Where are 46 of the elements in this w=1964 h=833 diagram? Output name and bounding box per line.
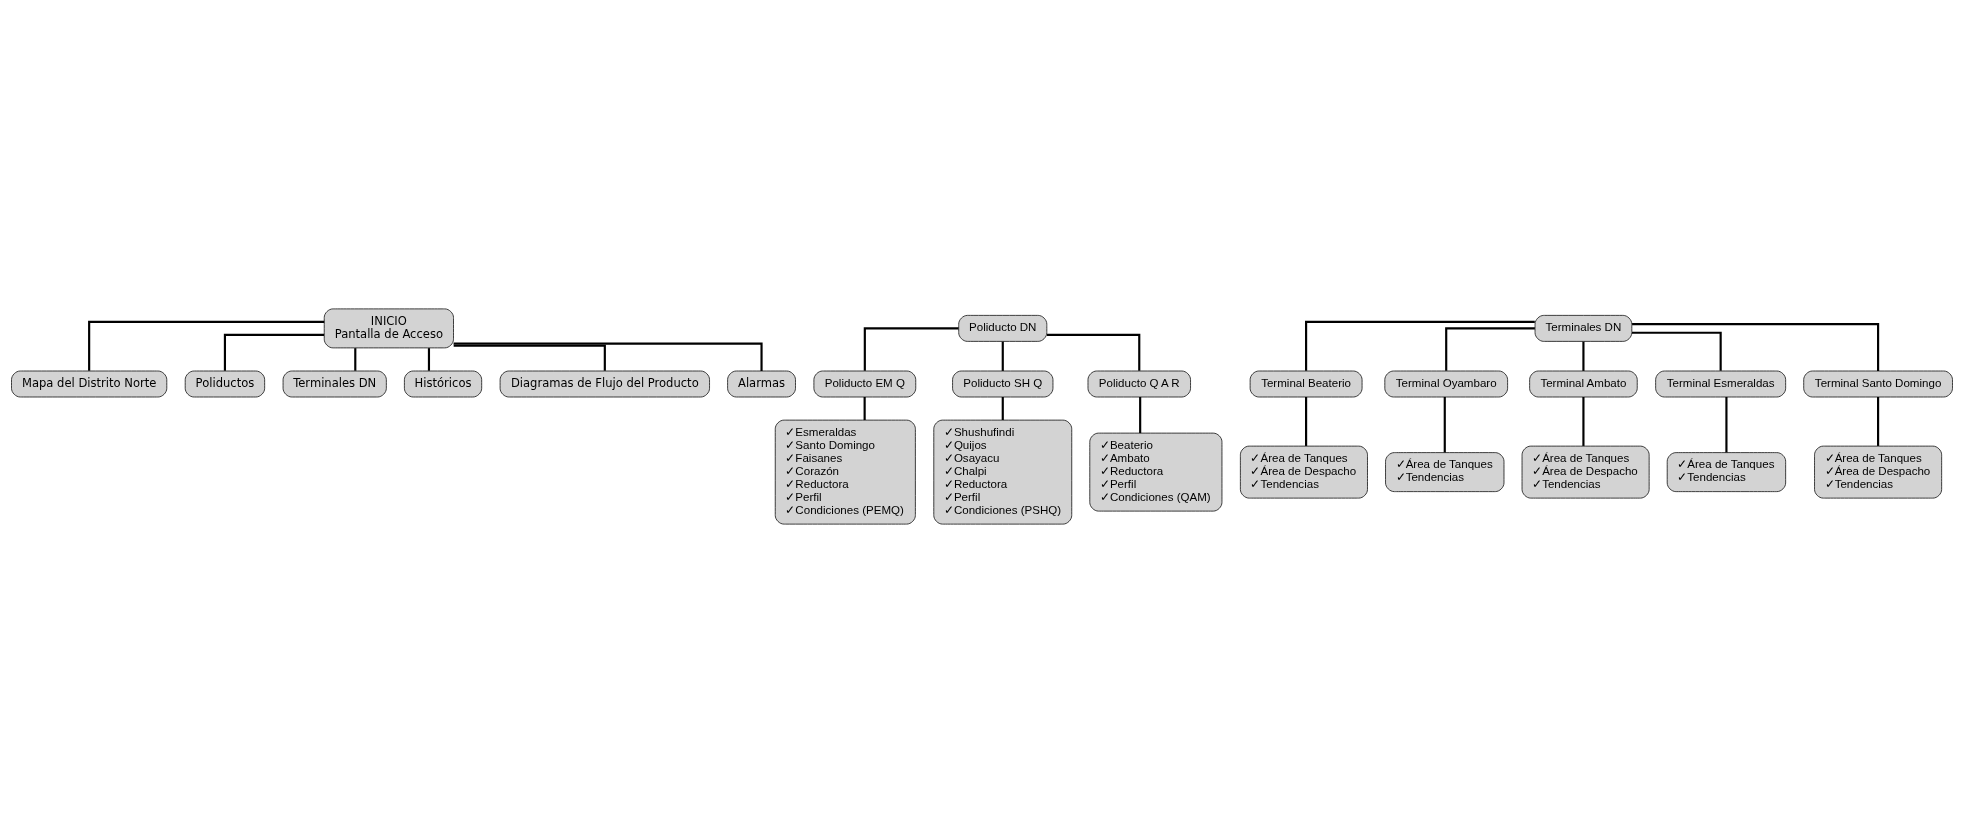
connector — [863, 327, 959, 371]
connector — [1305, 397, 1308, 446]
node-box: Terminal Oyambaro — [1384, 370, 1509, 398]
node-box: Poliducto SH Q — [952, 370, 1054, 398]
node-box: ✓Área de Tanques ✓Tendencias — [1666, 452, 1787, 493]
connector — [1305, 320, 1535, 371]
node-box: ✓Área de Tanques ✓Área de Despacho ✓Tendencias — [1239, 445, 1368, 499]
connector — [427, 348, 431, 371]
node-box: Alarmas — [727, 370, 796, 398]
node-box: Terminal Santo Domingo — [1803, 370, 1953, 398]
connector — [1632, 322, 1880, 371]
connector — [1139, 397, 1142, 434]
connector — [1582, 341, 1585, 371]
connector — [1877, 397, 1880, 446]
connector — [223, 333, 325, 371]
connector — [1445, 327, 1535, 371]
node-box: Históricos — [403, 370, 483, 398]
node-box: Terminal Esmeraldas — [1655, 370, 1787, 398]
node-box: Terminal Beaterio — [1249, 370, 1363, 398]
node-box: ✓Área de Tanques ✓Tendencias — [1385, 452, 1505, 493]
node-box: Poliducto DN — [958, 314, 1048, 342]
node-box: ✓Área de Tanques ✓Área de Despacho ✓Tendencias — [1814, 445, 1943, 499]
node-box: ✓Shushufindi ✓Quijos ✓Osayacu ✓Chalpi ✓Reductora ✓Perfil ✓Condiciones (PSHQ) — [933, 419, 1073, 525]
connector — [354, 348, 357, 371]
connector — [453, 344, 606, 371]
connector — [1582, 397, 1585, 446]
node-box: Terminales DN — [1534, 314, 1633, 342]
connector — [1046, 333, 1141, 371]
node-box: Diagramas de Flujo del Producto — [499, 370, 710, 398]
node-box: ✓Área de Tanques ✓Área de Despacho ✓Tendencias — [1521, 445, 1650, 499]
node-box: Poliducto EM Q — [813, 370, 917, 398]
node-box: INICIO Pantalla de Acceso — [323, 308, 454, 349]
connector — [863, 397, 866, 421]
node-box: ✓Esmeraldas ✓Santo Domingo ✓Faisanes ✓Corazón ✓Reductora ✓Perfil ✓Condiciones (PEMQ) — [774, 419, 916, 525]
node-box: Mapa del Distrito Norte — [11, 370, 168, 398]
connector — [1632, 331, 1722, 371]
node-box: Terminal Ambato — [1529, 370, 1638, 398]
connector — [1001, 341, 1004, 371]
connector — [1725, 397, 1728, 453]
node-box: Poliductos — [184, 370, 266, 398]
node-box: ✓Beaterio ✓Ambato ✓Reductora ✓Perfil ✓Condiciones (QAM) — [1089, 432, 1223, 512]
node-box: Terminales DN — [282, 370, 387, 398]
node-box: Poliducto Q A R — [1087, 370, 1191, 398]
connector — [1001, 397, 1004, 421]
connector — [88, 320, 325, 371]
connector — [1443, 397, 1446, 453]
